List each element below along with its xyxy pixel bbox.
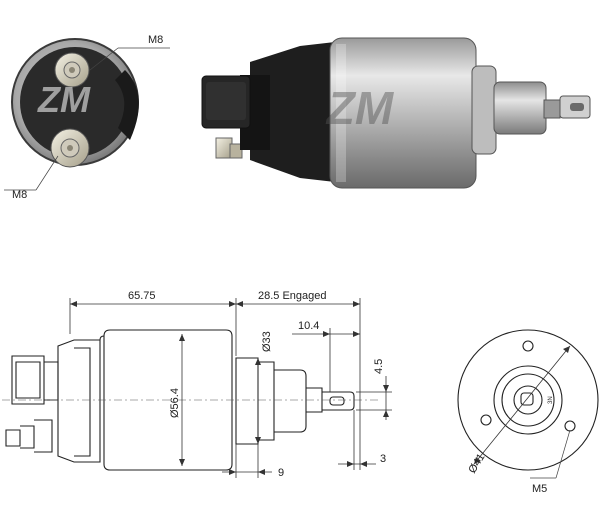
bottom-left-label: 9 — [278, 467, 284, 479]
end-drawing: Ø41 M5 3N — [457, 329, 599, 495]
dim-overall-length: 65.75 — [69, 290, 237, 356]
lower-terminal — [50, 128, 90, 168]
callout-m8-top: M8 — [89, 34, 170, 71]
bottom-right-label: 3 — [380, 453, 386, 465]
mount-thread-label: M5 — [532, 483, 547, 495]
dim-plunger-diameter: Ø33 — [255, 331, 273, 444]
dim-body-diameter: Ø56.4 — [169, 334, 185, 466]
side-view-photo: ZM — [201, 37, 591, 189]
end-offset-label: 10.4 — [298, 320, 319, 332]
side-drawing — [2, 329, 380, 471]
watermark-logo-side: ZM — [325, 82, 395, 134]
dim-end-offset: 10.4 — [292, 320, 360, 392]
marking-label: 3N — [548, 396, 554, 404]
dim-bottom-right: 3 — [338, 410, 386, 470]
end-view-photo: ZM — [11, 38, 139, 168]
plunger-diameter-label: Ø33 — [261, 331, 273, 352]
m8-top-label: M8 — [148, 34, 163, 46]
engaged-label: 28.5 Engaged — [258, 290, 327, 302]
watermark-logo: ZM — [37, 79, 91, 120]
overall-length-label: 65.75 — [128, 290, 156, 302]
dim-slot-width: 4.5 — [356, 359, 392, 420]
callout-m8-bottom: M8 — [4, 155, 59, 201]
body-diameter-label: Ø56.4 — [169, 388, 181, 418]
m8-bottom-label: M8 — [12, 189, 27, 201]
dim-bottom-left: 9 — [222, 444, 284, 479]
dim-engaged-stroke: 28.5 Engaged — [236, 290, 361, 420]
upper-terminal — [54, 52, 90, 88]
slot-width-label: 4.5 — [373, 359, 385, 374]
